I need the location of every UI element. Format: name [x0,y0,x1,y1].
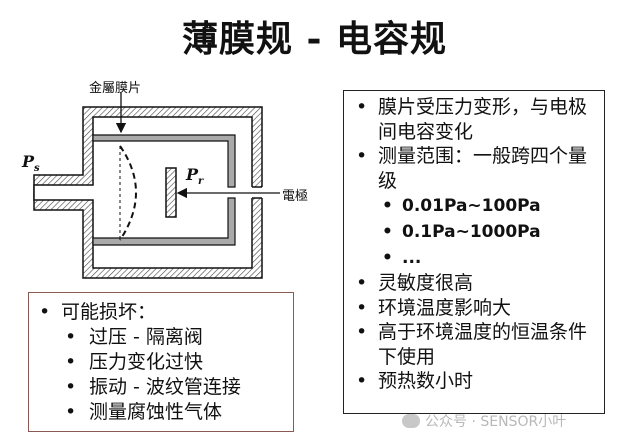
inner-cavity [92,134,236,246]
membrane-label: 金屬膜片 [89,81,142,96]
damage-item: 测量腐蚀性气体 [37,400,287,425]
ps-label: Ps [22,152,40,174]
pr-subscript: r [198,176,204,188]
page-title: 薄膜规 - 电容规 [181,18,447,60]
features-box: 膜片受压力变形，与电极间电容变化 测量范围：一般跨四个量级 0.01Pa~100… [343,90,605,414]
damage-item: 过压 - 隔离阀 [37,325,287,350]
ps-subscript: s [34,163,40,175]
range-item: 0.01Pa~100Pa [354,193,598,219]
range-item: 0.1Pa~1000Pa [354,219,598,245]
damage-item: 振动 - 波纹管连接 [37,375,287,400]
watermark: 公众号 · SENSOR小叶 [402,411,566,431]
housing-wall [33,106,264,279]
feature-item: 预热数小时 [354,369,598,394]
wechat-icon [402,414,420,428]
watermark-text: 公众号 · SENSOR小叶 [425,414,567,430]
electrode [165,167,177,218]
damage-heading: 可能损坏： [37,299,287,325]
damage-item: 压力变化过快 [37,350,287,375]
feature-item: 灵敏度很高 [354,271,598,296]
ps-symbol: P [22,152,35,171]
damage-box: 可能损坏： 过压 - 隔离阀 压力变化过快 振动 - 波纹管连接 测量腐蚀性气体 [28,292,294,432]
pr-symbol: P [186,165,199,184]
feature-item: 高于环境温度的恒温条件下使用 [354,320,598,369]
electrode-label: 電極 [282,189,309,204]
range-item: ... [354,245,598,271]
membrane-deflection [119,145,137,241]
feature-item: 测量范围：一般跨四个量级 [354,144,598,193]
feature-item: 环境温度影响大 [354,296,598,321]
feature-item: 膜片受压力变形，与电极间电容变化 [354,95,598,144]
pr-label: Pr [186,165,203,187]
